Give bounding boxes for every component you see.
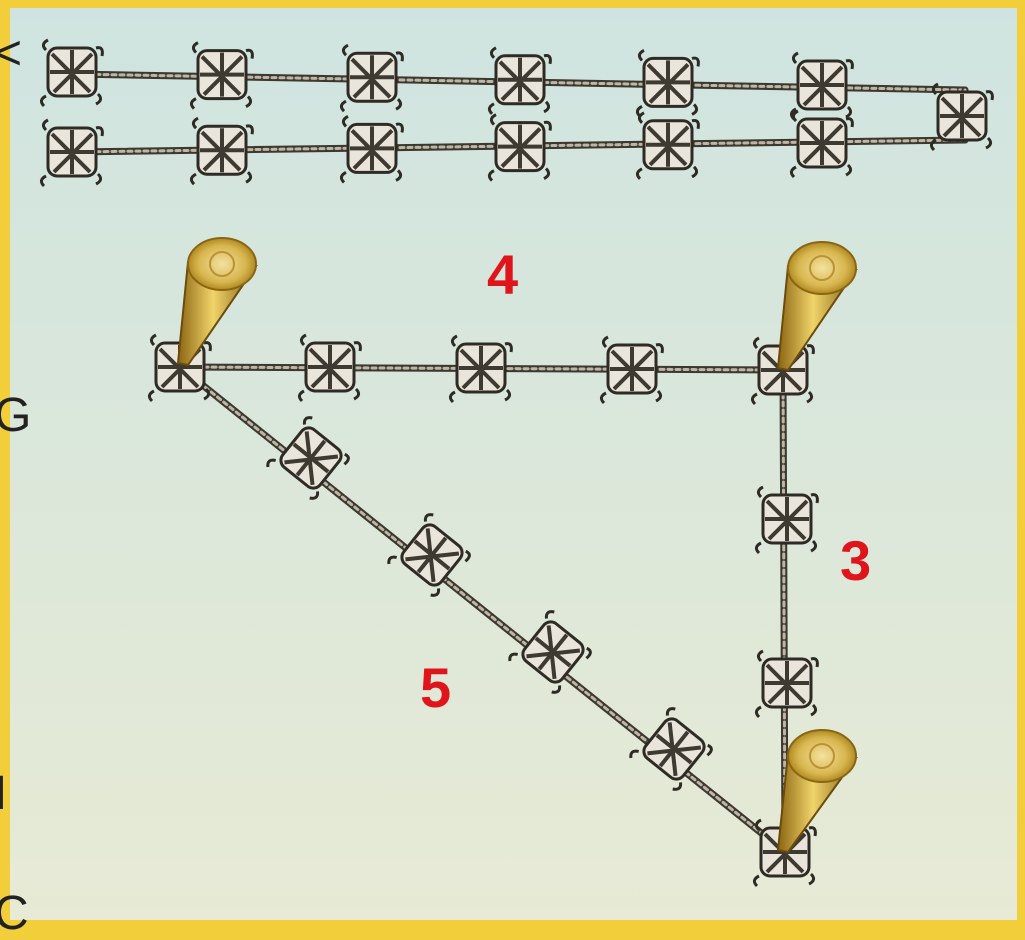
- knot: [487, 46, 552, 115]
- rope-strand: [178, 365, 785, 372]
- knot: [629, 707, 713, 791]
- knot: [635, 49, 700, 118]
- knot: [339, 115, 404, 184]
- edge-glyph: <: [0, 27, 23, 80]
- knot: [487, 113, 552, 182]
- edge-glyph: C: [0, 887, 29, 940]
- knot: [754, 649, 819, 719]
- knot: [189, 41, 254, 110]
- wooden-peg: [776, 729, 858, 854]
- label-side-hypotenuse: 5: [420, 656, 452, 719]
- knot: [297, 333, 362, 403]
- knot: [387, 513, 471, 597]
- wooden-peg: [776, 241, 858, 372]
- knot: [789, 51, 854, 121]
- edge-glyph: I: [0, 767, 8, 820]
- knot: [929, 82, 994, 152]
- knot: [635, 111, 700, 180]
- knot: [508, 610, 592, 694]
- knot: [754, 485, 819, 555]
- label-side-top: 4: [487, 243, 519, 306]
- knot: [339, 43, 404, 113]
- wooden-peg: [176, 237, 258, 367]
- edge-glyph: G: [0, 389, 32, 442]
- knot: [39, 118, 104, 188]
- knot: [266, 416, 350, 500]
- knot: [599, 335, 664, 405]
- knot: [448, 334, 513, 404]
- label-side-right: 3: [840, 529, 872, 592]
- rope-strand: [781, 368, 787, 854]
- rope-strand: [178, 365, 787, 854]
- knot: [39, 38, 104, 108]
- knot: [189, 116, 254, 186]
- knot: [789, 109, 854, 179]
